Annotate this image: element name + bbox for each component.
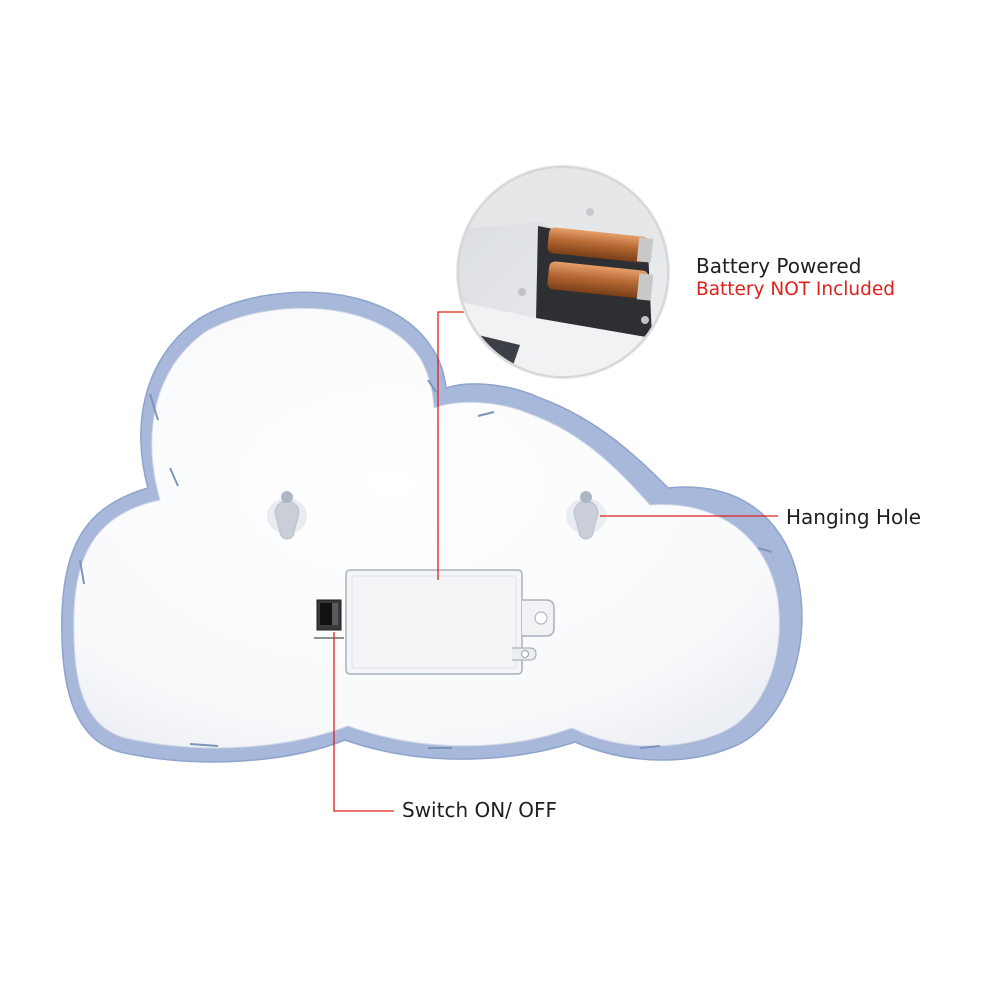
hanging-hole-label: Hanging Hole	[786, 505, 922, 529]
leader-switch	[333, 632, 394, 812]
hanging-hole-right	[566, 491, 606, 540]
battery-inset-photo	[456, 165, 670, 379]
battery-powered-label: Battery Powered	[696, 254, 862, 278]
hanging-hole-left	[267, 491, 307, 540]
cloud-night-light	[61, 291, 803, 763]
battery-cover	[345, 569, 555, 675]
power-switch	[314, 599, 344, 639]
switch-label: Switch ON/ OFF	[402, 798, 558, 822]
rim-notches	[79, 379, 773, 749]
battery-not-included-note: Battery NOT Included	[696, 279, 896, 300]
cloud-face	[73, 307, 780, 749]
